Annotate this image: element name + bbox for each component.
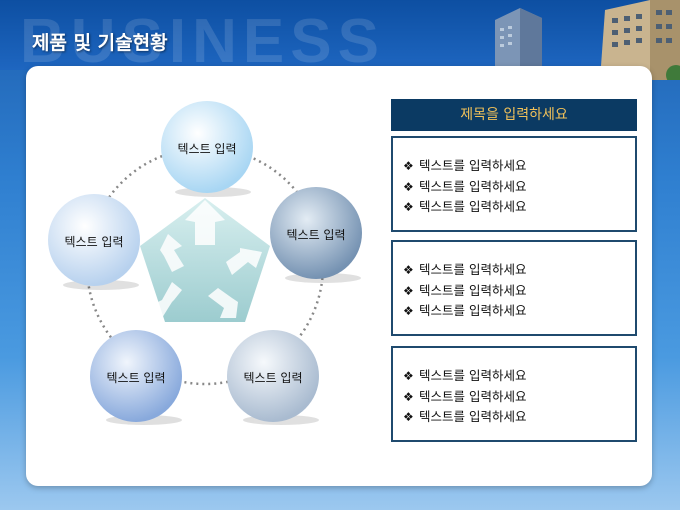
node-circle-bottom-left <box>90 330 182 422</box>
pentagon-arrows <box>154 200 262 318</box>
node-label-bottom-left: 텍스트 입력 <box>106 371 166 385</box>
node-circle-bottom-right <box>227 330 319 422</box>
node-circle-left <box>48 194 140 286</box>
list-item: ❖텍스트를 입력하세요 <box>403 387 635 408</box>
node-label-bottom-right: 텍스트 입력 <box>243 371 303 385</box>
list-item: ❖텍스트를 입력하세요 <box>403 260 635 281</box>
diamond-bullet-icon: ❖ <box>403 263 414 277</box>
list-item: ❖텍스트를 입력하세요 <box>403 156 635 177</box>
list-item: ❖텍스트를 입력하세요 <box>403 281 635 302</box>
diamond-bullet-icon: ❖ <box>403 410 414 424</box>
text-box-3: ❖텍스트를 입력하세요 ❖텍스트를 입력하세요 ❖텍스트를 입력하세요 <box>391 346 637 442</box>
diamond-bullet-icon: ❖ <box>403 179 414 194</box>
list-item: ❖텍스트를 입력하세요 <box>403 366 635 387</box>
page-title: 제품 및 기술현황 <box>32 32 168 54</box>
diamond-bullet-icon: ❖ <box>403 200 414 214</box>
diamond-bullet-icon: ❖ <box>403 389 414 404</box>
diamond-bullet-icon: ❖ <box>403 159 414 173</box>
header-watermark: BUSINESS <box>20 7 385 76</box>
list-item: ❖텍스트를 입력하세요 <box>403 301 635 322</box>
diamond-bullet-icon: ❖ <box>403 283 414 298</box>
diamond-bullet-icon: ❖ <box>403 304 414 318</box>
section-heading: 제목을 입력하세요 <box>391 99 637 131</box>
diamond-bullet-icon: ❖ <box>403 369 414 383</box>
node-label-right: 텍스트 입력 <box>286 228 346 242</box>
node-circle-top <box>161 101 253 193</box>
list-item: ❖텍스트를 입력하세요 <box>403 407 635 428</box>
header-band <box>0 0 680 70</box>
node-label-left: 텍스트 입력 <box>64 235 124 249</box>
text-box-1: ❖텍스트를 입력하세요 ❖텍스트를 입력하세요 ❖텍스트를 입력하세요 <box>391 136 637 232</box>
list-item: ❖텍스트를 입력하세요 <box>403 177 635 198</box>
text-box-2: ❖텍스트를 입력하세요 ❖텍스트를 입력하세요 ❖텍스트를 입력하세요 <box>391 240 637 336</box>
node-circle-right <box>270 187 362 279</box>
list-item: ❖텍스트를 입력하세요 <box>403 197 635 218</box>
buildings-image <box>495 0 680 80</box>
node-label-top: 텍스트 입력 <box>177 142 237 156</box>
